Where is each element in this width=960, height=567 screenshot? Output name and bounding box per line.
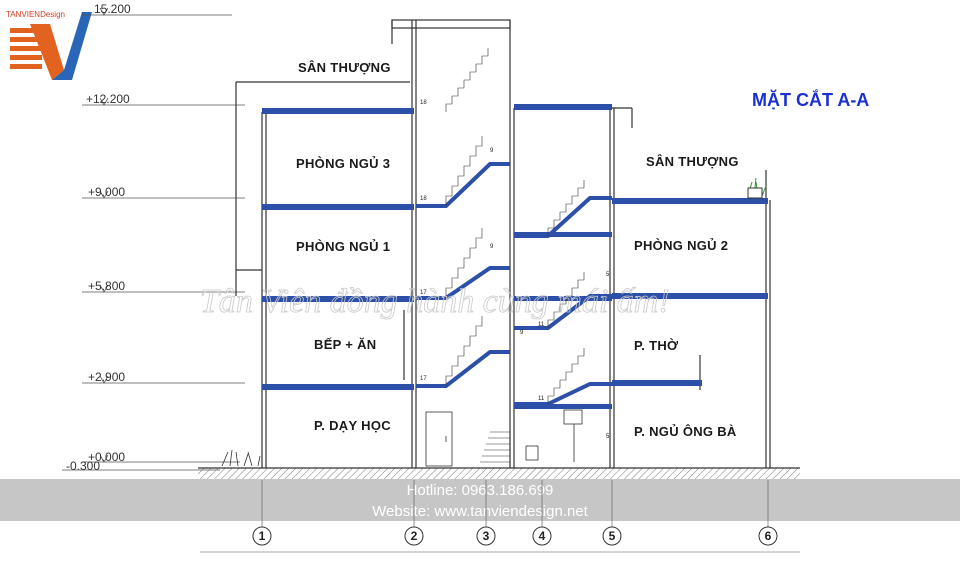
grid-axis-bubbles (252, 526, 778, 546)
level-15200: 15.200 (94, 2, 131, 16)
stairs (416, 162, 612, 406)
ground-hatch (198, 468, 800, 480)
logo-v-orange (30, 24, 64, 80)
stair-treads (445, 48, 585, 463)
room-phong-ngu-2: PHÒNG NGỦ 2 (634, 238, 728, 253)
level-5800: +5.800 (88, 279, 125, 293)
room-phong-ngu-1: PHÒNG NGỦ 1 (296, 239, 390, 254)
level-2900: +2.900 (88, 370, 125, 384)
fixtures (425, 409, 583, 467)
level-0000: +0.000 (88, 450, 125, 464)
svg-text:11: 11 (538, 322, 545, 328)
svg-text:17: 17 (420, 290, 427, 296)
svg-text:17: 17 (420, 376, 427, 382)
axis-4: 4 (539, 529, 546, 543)
svg-text:9: 9 (520, 330, 524, 336)
svg-text:18: 18 (420, 100, 427, 106)
room-san-thuong-top: SÂN THƯỢNG (298, 60, 391, 75)
floor-slabs (262, 104, 768, 409)
website-text: Website: www.tanviendesign.net (372, 503, 589, 520)
logo-v-blue (52, 12, 92, 80)
svg-text:5: 5 (606, 434, 610, 440)
room-ngu-ong-ba: P. NGỦ ÔNG BÀ (634, 424, 737, 439)
axis-6: 6 (765, 529, 772, 543)
svg-text:11: 11 (538, 396, 545, 402)
plant-left-icon (221, 449, 261, 467)
logo: TANVIENDesign (6, 10, 92, 80)
room-labels: SÂN THƯỢNG PHÒNG NGỦ 3 PHÒNG NGỦ 1 BẾP +… (296, 60, 739, 439)
level-9000: +9.000 (88, 185, 125, 199)
axis-3: 3 (483, 529, 490, 543)
brand-name: TANVIENDesign (6, 10, 65, 19)
room-phong-ngu-3: PHÒNG NGỦ 3 (296, 156, 390, 171)
level-markers (62, 7, 245, 471)
axis-1: 1 (259, 529, 266, 543)
svg-text:5: 5 (606, 272, 610, 278)
grid-axis-lines (200, 480, 800, 553)
level-minus-0300: -0.300 (66, 459, 100, 473)
svg-text:9: 9 (490, 244, 494, 250)
axis-5: 5 (609, 529, 616, 543)
level-12200: +12.200 (86, 92, 130, 106)
svg-text:18: 18 (420, 196, 427, 202)
hotline-text: Hotline: 0963.186.699 (407, 482, 554, 499)
axis-2: 2 (411, 529, 418, 543)
svg-text:9: 9 (490, 148, 494, 154)
room-p-tho: P. THỜ (634, 338, 679, 353)
plant-right-icon (747, 177, 767, 199)
footer-band (0, 479, 960, 521)
drawing-title: MẶT CẮT A-A (752, 89, 869, 110)
step-numbers: 18 18 17 17 9 9 9 11 11 5 5 (420, 100, 610, 440)
room-san-thuong-right: SÂN THƯỢNG (646, 154, 739, 169)
logo-stripes (10, 28, 42, 69)
room-day-hoc: P. DẠY HỌC (314, 418, 391, 433)
building-walls (235, 19, 771, 468)
watermark-text: Tân Viên đồng hành cùng mái ấm! (200, 283, 670, 320)
room-bep-an: BẾP + ĂN (314, 337, 377, 352)
